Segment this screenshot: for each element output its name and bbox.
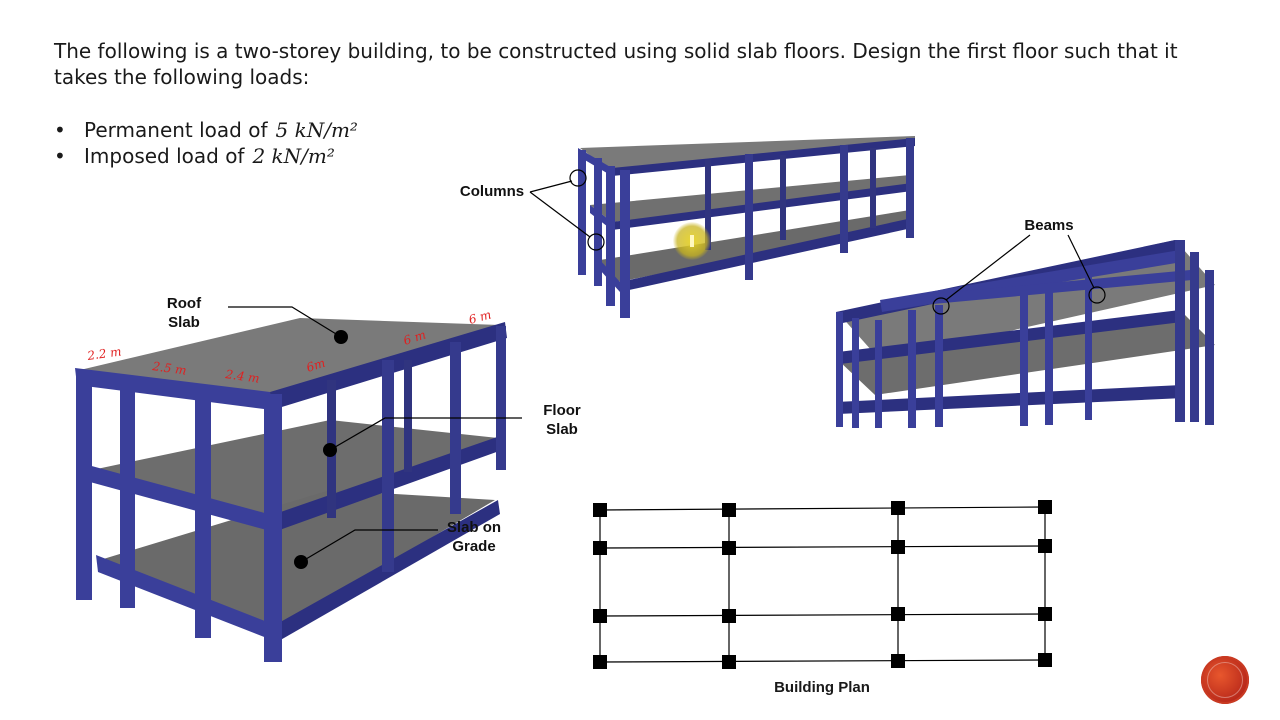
intro-text: The following is a two-storey building, … — [54, 39, 1178, 89]
roof-slab-label: Roof Slab — [166, 295, 202, 331]
slab-on-grade-label: Slab on Grade — [446, 519, 502, 555]
loads-list: Permanent load of5 kN/m² Imposed load of… — [54, 117, 358, 169]
floor-slab-label: Floor Slab — [543, 402, 581, 438]
columns-label: Columns — [459, 183, 525, 200]
slide-nav-button[interactable] — [1201, 656, 1249, 704]
dim-2-2: 2.2 m — [85, 344, 122, 363]
dim-2-5: 2.5 m — [151, 359, 188, 378]
imposed-load-item: Imposed load of2 kN/m² — [54, 143, 358, 169]
building-3d-beams — [836, 234, 1215, 428]
building-plan — [593, 500, 1052, 669]
building-3d-top — [529, 136, 915, 318]
dim-6-b: 6 m — [402, 327, 428, 347]
beams-label: Beams — [1024, 217, 1074, 234]
dim-6-c: 6 m — [467, 307, 493, 326]
building-3d-main: 2.2 m 2.5 m 2.4 m 6m 6 m 6 m — [75, 306, 522, 662]
permanent-load-item: Permanent load of5 kN/m² — [54, 117, 358, 143]
building-plan-title: Building Plan — [774, 679, 870, 696]
text-cursor-icon — [690, 235, 694, 247]
dim-2-4: 2.4 m — [224, 367, 261, 386]
dim-6-a: 6m — [305, 356, 327, 375]
